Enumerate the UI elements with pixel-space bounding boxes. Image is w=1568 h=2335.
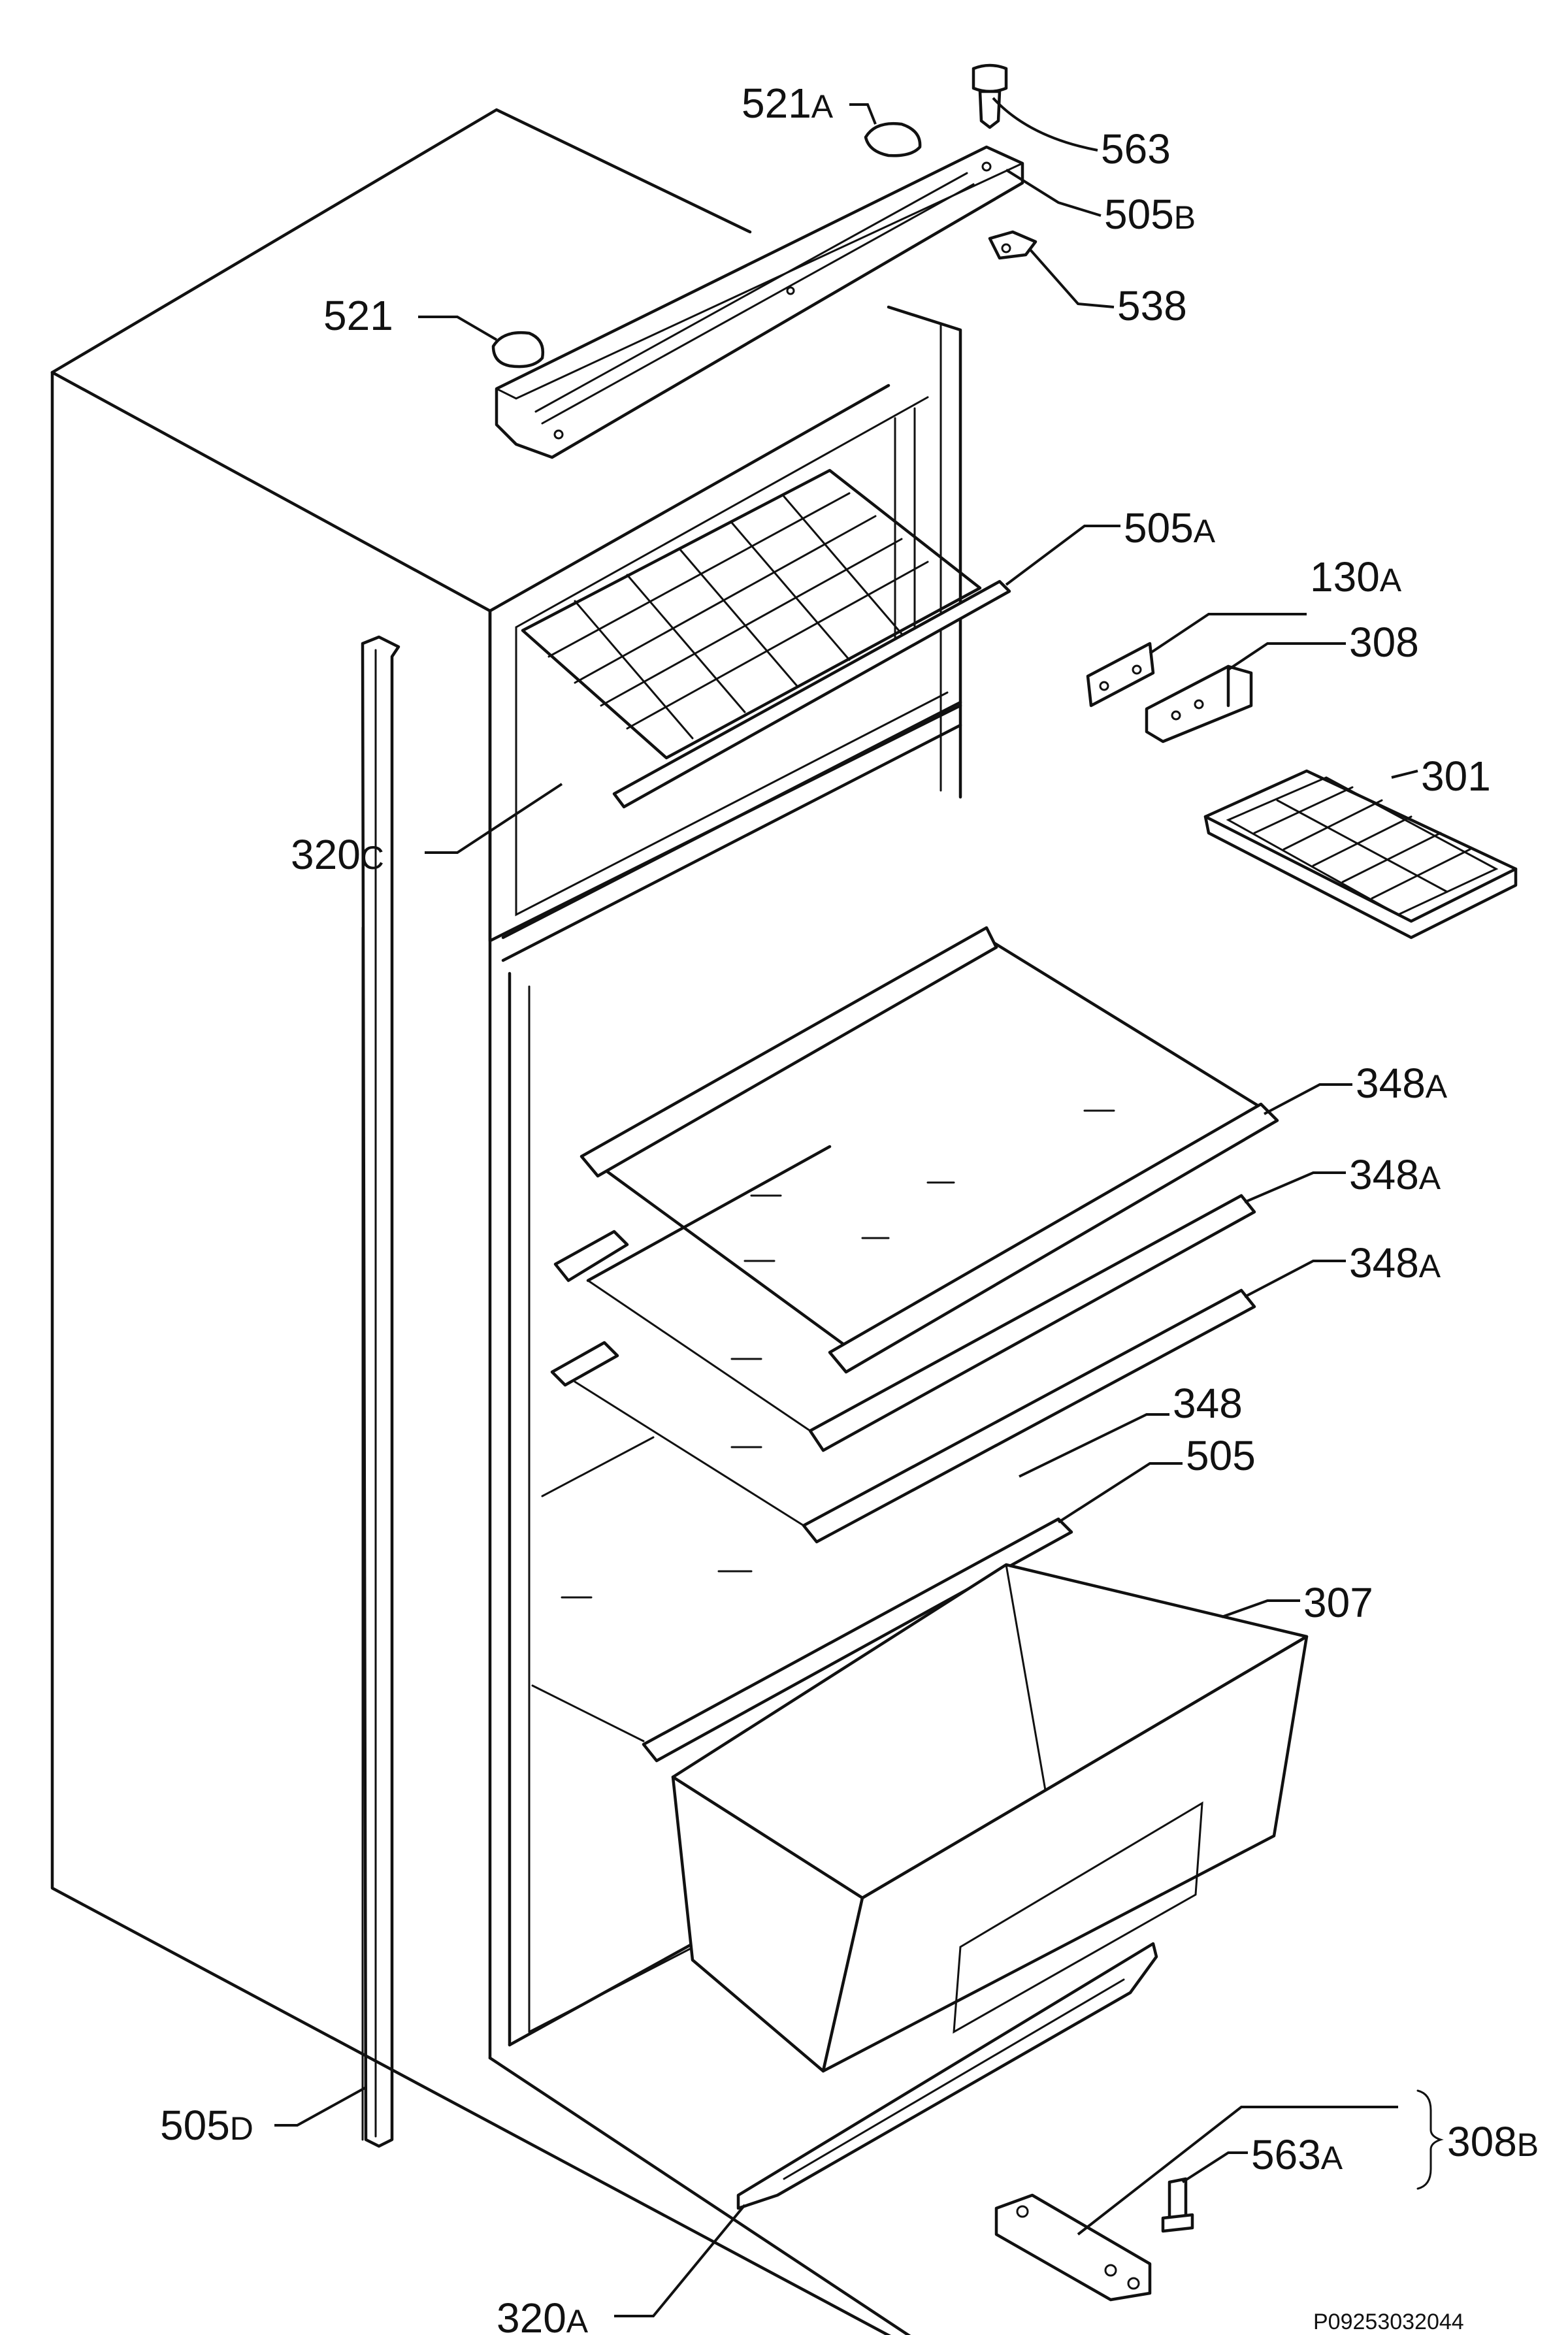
label-320c: 320C bbox=[291, 831, 384, 878]
label-563: 563 bbox=[1101, 125, 1171, 172]
label-348a-3: 348A bbox=[1349, 1239, 1441, 1286]
label-130a: 130A bbox=[1310, 553, 1402, 600]
label-348a-1: 348A bbox=[1356, 1060, 1448, 1107]
label-348: 348 bbox=[1173, 1380, 1243, 1427]
label-308b: 308B bbox=[1447, 2118, 1539, 2165]
pin-563 bbox=[972, 63, 1008, 129]
label-301: 301 bbox=[1421, 753, 1491, 800]
label-308: 308 bbox=[1349, 619, 1419, 666]
cap-521a bbox=[864, 122, 922, 157]
glass-shelf-lower bbox=[550, 1288, 1256, 1544]
label-538: 538 bbox=[1117, 282, 1187, 329]
label-307: 307 bbox=[1303, 1579, 1373, 1626]
lower-hinge bbox=[994, 2193, 1152, 2302]
label-348a-2: 348A bbox=[1349, 1151, 1441, 1198]
cap-521 bbox=[491, 331, 545, 368]
screw-563a bbox=[1161, 2177, 1194, 2233]
crisper-drawer bbox=[671, 1563, 1309, 2073]
vent-grille bbox=[736, 1942, 1158, 2210]
bracket-538 bbox=[988, 230, 1037, 260]
reference-code: P09253032044 bbox=[1313, 2310, 1464, 2334]
top-rail bbox=[495, 145, 1024, 459]
label-521: 521 bbox=[323, 292, 393, 339]
glass-shelf-middle bbox=[553, 1145, 1256, 1452]
label-563a: 563A bbox=[1251, 2131, 1343, 2178]
freezer-wire-shelf bbox=[521, 468, 1011, 809]
label-320a: 320A bbox=[497, 2294, 589, 2335]
label-505a: 505A bbox=[1124, 504, 1216, 551]
ice-tray bbox=[1203, 769, 1518, 939]
hinge-308 bbox=[1145, 664, 1253, 743]
label-505d: 505D bbox=[160, 2102, 253, 2149]
leader-lines bbox=[274, 97, 1418, 2317]
label-505b: 505B bbox=[1104, 191, 1196, 238]
group-brace bbox=[1416, 2089, 1444, 2190]
cabinet-body bbox=[50, 108, 962, 2335]
label-521a: 521A bbox=[742, 80, 834, 127]
label-505: 505 bbox=[1186, 1432, 1256, 1479]
part-labels: 521A 563 505B 538 521 505A 130A 308 301 … bbox=[160, 80, 1539, 2335]
door-seal-strip bbox=[361, 635, 400, 2148]
glass-shelf-upper bbox=[580, 926, 1279, 1374]
glass-shelf-bottom bbox=[531, 1436, 1073, 1763]
hinge-plate-130a bbox=[1086, 642, 1155, 708]
